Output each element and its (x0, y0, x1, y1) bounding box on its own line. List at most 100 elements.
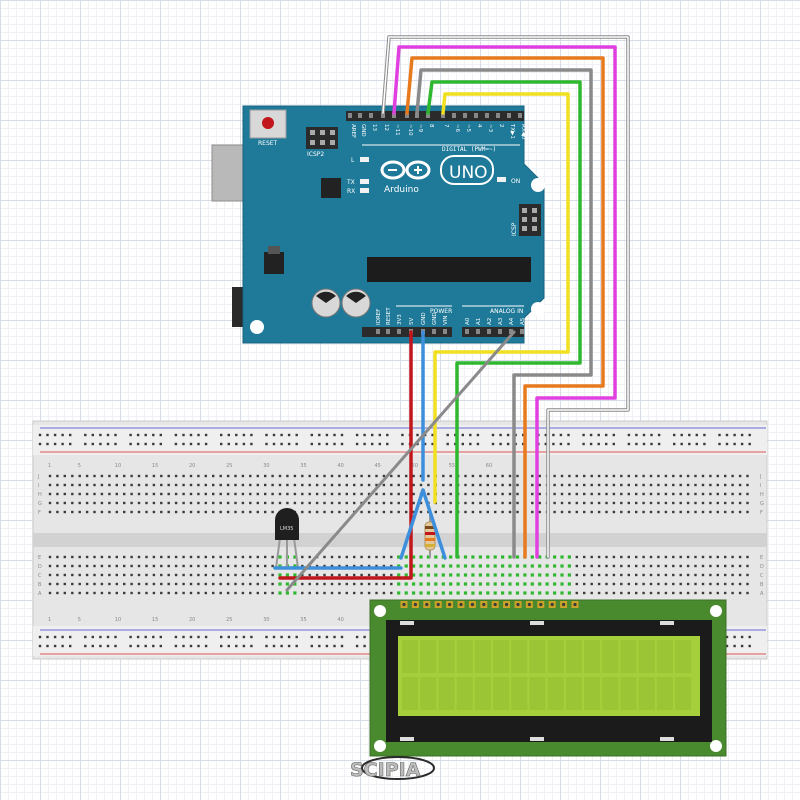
terminal-hole (686, 582, 690, 586)
rail-hole (46, 433, 49, 437)
led-rx-label: RX (347, 188, 355, 195)
terminal-hole (672, 474, 675, 478)
led-tx-label: TX (346, 179, 355, 186)
rail-hole (371, 433, 374, 437)
lcd-char-cell (638, 677, 655, 710)
terminal-hole (204, 591, 207, 595)
terminal-hole (152, 555, 156, 559)
terminal-hole (531, 483, 534, 487)
terminal-hole (249, 510, 252, 514)
terminal-hole (315, 501, 319, 505)
terminal-hole (160, 483, 163, 487)
terminal-hole (664, 501, 668, 505)
connected-hole (515, 564, 520, 568)
lcd-char-cell (511, 640, 528, 673)
terminal-hole (560, 483, 564, 487)
rail-hole (446, 442, 449, 446)
terminal-hole (56, 555, 59, 559)
connected-hole (278, 555, 282, 559)
terminal-hole (701, 573, 705, 577)
lm35-temperature-sensor: LM35 (275, 508, 299, 569)
analog-pin-socket (476, 329, 480, 334)
row-letter-left: G (38, 501, 42, 507)
connected-hole (404, 555, 408, 559)
terminal-hole (197, 474, 200, 478)
row-letter-left: J (37, 474, 39, 480)
terminal-hole (360, 564, 363, 568)
rail-hole (106, 433, 110, 437)
terminal-hole (145, 555, 148, 559)
terminal-hole (367, 474, 371, 478)
rail-hole (136, 635, 140, 639)
rail-hole (718, 433, 721, 437)
terminal-hole (583, 591, 586, 595)
wire-yellow-pin7 (433, 92, 570, 504)
connected-hole (538, 582, 542, 586)
terminal-hole (516, 501, 519, 505)
terminal-hole (323, 474, 326, 478)
terminal-hole (241, 591, 245, 595)
connected-hole (523, 591, 527, 595)
terminal-hole (78, 492, 81, 496)
connected-hole (567, 564, 571, 568)
terminal-hole (278, 474, 282, 478)
terminal-hole (338, 573, 341, 577)
terminal-hole (256, 573, 259, 577)
terminal-hole (442, 501, 445, 505)
lcd-char-cell (456, 640, 473, 673)
terminal-hole (442, 474, 445, 478)
rail-hole (144, 644, 147, 648)
terminal-hole (464, 483, 467, 487)
terminal-hole (56, 510, 59, 514)
rail-hole (491, 442, 495, 446)
connected-hole (545, 573, 549, 577)
rail-hole (182, 644, 185, 648)
connected-hole (441, 573, 445, 577)
terminal-hole (360, 492, 363, 496)
digital-pin-label: ~3 (487, 124, 493, 133)
rail-hole (688, 442, 691, 446)
row-letter-right: I (760, 483, 761, 489)
terminal-hole (390, 483, 393, 487)
connected-hole (426, 591, 430, 595)
terminal-hole (479, 474, 482, 478)
rail-hole (340, 433, 344, 437)
rail-hole (318, 433, 321, 437)
digital-pin-label: GND (360, 124, 366, 137)
power-pin-label: VIN (443, 316, 449, 326)
terminal-hole (731, 582, 734, 586)
terminal-hole (56, 582, 59, 586)
row-letter-left: A (38, 591, 42, 597)
connected-hole (478, 555, 482, 559)
rail-hole (272, 635, 276, 639)
rail-hole (84, 644, 87, 648)
connected-hole (530, 573, 534, 577)
terminal-hole (264, 573, 267, 577)
terminal-hole (48, 501, 52, 505)
terminal-hole (353, 483, 356, 487)
terminal-hole (382, 474, 386, 478)
connected-hole (456, 582, 460, 586)
terminal-hole (108, 564, 111, 568)
terminal-hole (48, 591, 52, 595)
terminal-hole (160, 555, 163, 559)
terminal-hole (315, 582, 319, 586)
terminal-hole (486, 510, 489, 514)
terminal-hole (219, 591, 222, 595)
terminal-hole (100, 492, 104, 496)
terminal-hole (286, 492, 289, 496)
rail-hole (582, 433, 585, 437)
lcd-char-cell (420, 640, 437, 673)
terminal-hole (226, 582, 230, 586)
terminal-hole (93, 474, 96, 478)
rail-hole (265, 442, 268, 446)
rail-hole (159, 644, 162, 648)
terminal-hole (553, 501, 556, 505)
terminal-hole (174, 555, 178, 559)
terminal-hole (731, 492, 734, 496)
terminal-hole (256, 510, 259, 514)
terminal-hole (63, 582, 66, 586)
rail-hole (703, 442, 706, 446)
